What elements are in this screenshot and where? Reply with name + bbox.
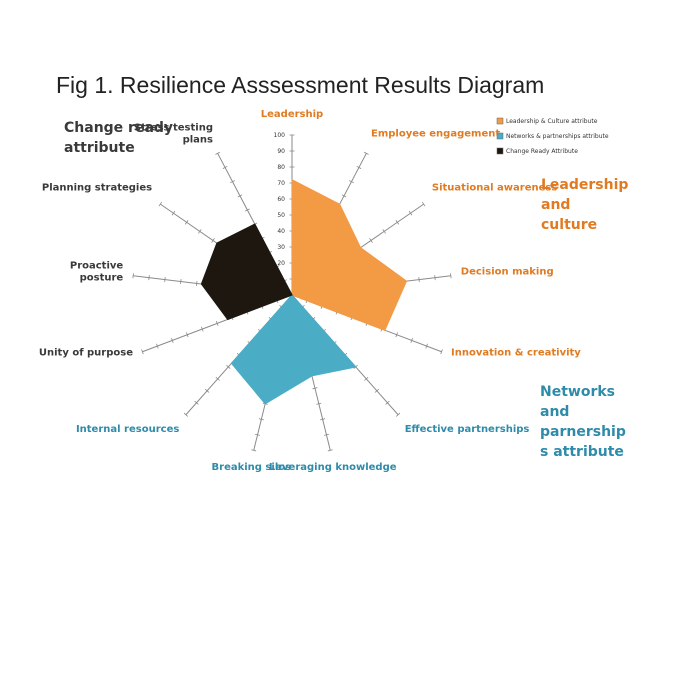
- radar-tick-mark: [171, 210, 176, 216]
- radar-series-change: [200, 223, 293, 320]
- radar-tick-mark: [363, 151, 369, 155]
- radar-tick-mark: [183, 412, 189, 417]
- radar-axis-label: Situational awareness: [432, 182, 557, 193]
- radar-tick-mark: [327, 449, 333, 452]
- radar-tick-mark: [204, 388, 210, 393]
- radar-tick-mark: [158, 201, 163, 207]
- radar-tick-mark: [186, 332, 189, 338]
- radar-tick-mark: [316, 402, 322, 405]
- radar-tick-label: 40: [277, 228, 285, 235]
- legend-entry-leadership: Leadership & Culture attribute: [506, 118, 598, 125]
- radar-tick-label: 70: [277, 180, 285, 187]
- radar-tick-mark: [148, 275, 150, 281]
- radar-tick-mark: [395, 412, 401, 417]
- radar-axis-label: Employee engagement: [371, 129, 500, 140]
- radar-tick-mark: [374, 388, 380, 393]
- radar-tick-mark: [180, 278, 182, 285]
- figure-title: Fig 1. Resilience Asssessment Results Di…: [56, 72, 545, 98]
- radar-tick-mark: [320, 418, 326, 421]
- radar-tick-mark: [141, 349, 144, 355]
- radar-tick-mark: [171, 337, 174, 343]
- radar-tick-mark: [395, 332, 398, 338]
- radar-tick-mark: [215, 320, 219, 326]
- radar-axis-label: Leveraging knowledge: [269, 462, 397, 473]
- radar-tick-mark: [184, 220, 189, 225]
- radar-tick-mark: [349, 180, 354, 184]
- radar-axis-label: Decision making: [461, 267, 554, 278]
- radar-tick-mark: [440, 349, 443, 355]
- radar-tick-labels: 20 30 40 50 60 70 80 90 100: [274, 132, 286, 267]
- radar-tick-mark: [244, 208, 250, 212]
- radar-tick-mark: [369, 238, 373, 243]
- radar-tick-label: 50: [277, 212, 285, 219]
- radar-axis-label: Innovation & creativity: [451, 347, 581, 358]
- radar-series-leadership: [291, 179, 407, 331]
- radar-tick-mark: [434, 275, 436, 281]
- radar-tick-mark: [132, 273, 134, 279]
- legend-swatch-leadership: [496, 117, 504, 125]
- radar-tick-label: 60: [277, 196, 285, 203]
- radar-tick-mark: [364, 376, 369, 381]
- radar-tick-label: 100: [274, 132, 286, 139]
- radar-tick-mark: [408, 210, 413, 216]
- radar-tick-mark: [312, 387, 318, 390]
- radar-series-polygons: [200, 179, 407, 405]
- radar-tick-mark: [251, 449, 257, 452]
- radar-tick-mark: [156, 343, 159, 349]
- radar-tick-label: 90: [277, 148, 285, 155]
- radar-tick-mark: [230, 180, 235, 184]
- radar-tick-mark: [164, 277, 166, 283]
- group-label-leadership: Leadership and culture: [541, 177, 629, 233]
- radar-tick-mark: [255, 433, 261, 436]
- legend-swatch-change: [496, 147, 504, 155]
- radar-series-networks: [230, 294, 357, 405]
- radar-axis-label: Internal resources: [76, 424, 179, 435]
- radar-tick-mark: [450, 273, 452, 279]
- group-label-change-ready: Change ready attribute: [64, 120, 174, 156]
- radar-tick-mark: [200, 326, 204, 332]
- radar-tick-mark: [194, 400, 199, 405]
- radar-tick-mark: [258, 418, 264, 421]
- radar-tick-mark: [341, 194, 347, 198]
- radar-tick-mark: [211, 238, 215, 243]
- radar-tick-mark: [215, 376, 220, 381]
- radar-tick-label: 80: [277, 164, 285, 171]
- legend-entry-change: Change Ready Attribute: [506, 148, 578, 155]
- radar-axis-label: Breaking silos: [212, 462, 292, 473]
- radar-axis-label: Planning strategies: [42, 182, 152, 193]
- legend-swatch-networks: [496, 132, 504, 140]
- radar-tick-mark: [196, 280, 198, 286]
- radar-tick-mark: [356, 165, 362, 170]
- group-label-networks: Networks and parnership s attribute: [540, 384, 626, 460]
- radar-tick-mark: [222, 165, 228, 170]
- radar-tick-mark: [395, 220, 400, 225]
- radar-tick-mark: [323, 433, 329, 436]
- radar-tick-mark: [382, 229, 386, 234]
- radar-axis-label: Effective partnerships: [405, 424, 530, 435]
- radar-axis-label: Unity of purpose: [39, 347, 133, 358]
- radar-tick-mark: [410, 337, 413, 343]
- radar-tick-mark: [421, 201, 426, 207]
- radar-axis-label: Leadership: [261, 109, 323, 120]
- radar-tick-mark: [425, 343, 428, 349]
- radar-tick-mark: [237, 194, 243, 198]
- radar-tick-mark: [215, 151, 221, 155]
- radar-tick-label: 30: [277, 244, 285, 251]
- radar-tick-mark: [198, 229, 202, 234]
- radar-tick-mark: [226, 364, 231, 369]
- radar-tick-mark: [418, 277, 420, 283]
- radar-tick-mark: [385, 400, 390, 405]
- radar-tick-label: 20: [277, 260, 285, 267]
- legend-entry-networks: Networks & partnerships attribute: [506, 133, 609, 140]
